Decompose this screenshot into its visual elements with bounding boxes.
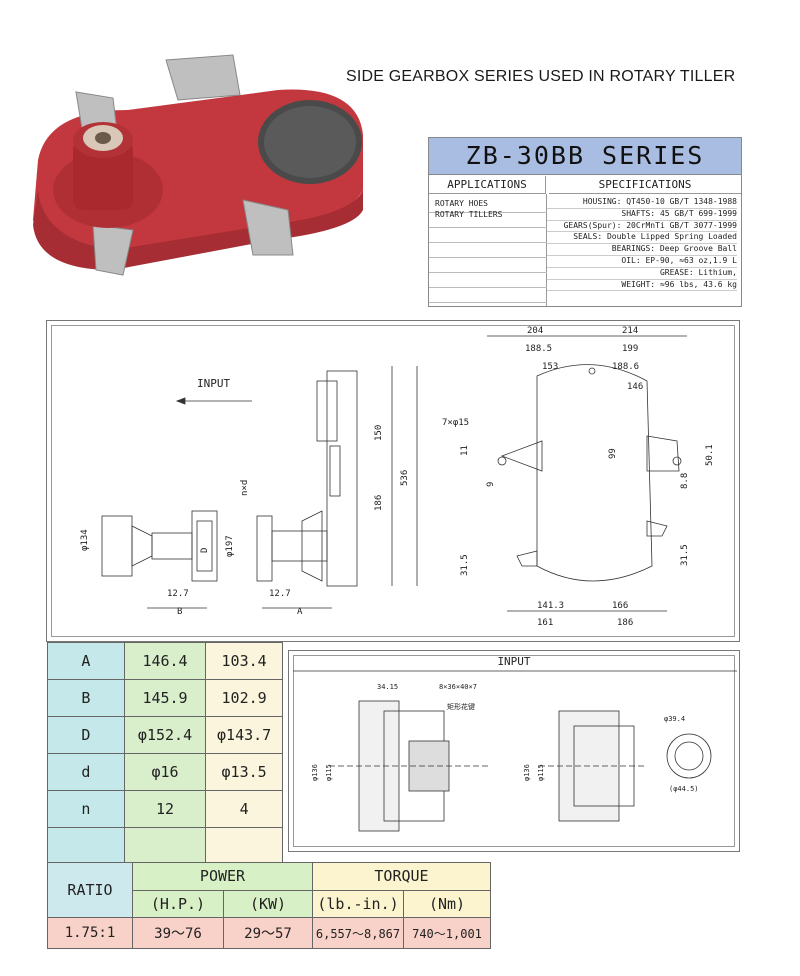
dim-7xphi15: 7×φ15 xyxy=(442,418,469,428)
spec-seals: SEALS: Double Lipped Spring Loaded xyxy=(547,232,737,245)
spec-bearings: BEARINGS: Deep Groove Ball xyxy=(547,244,737,256)
gearbox-photo xyxy=(33,54,363,276)
nm-header: (Nm) xyxy=(403,889,491,918)
dim-141-3: 141.3 xyxy=(537,601,564,611)
dim-label: A xyxy=(47,642,125,680)
dim-214: 214 xyxy=(622,326,638,336)
dim-12-7: 12.7 xyxy=(167,589,189,599)
input-detail-title: INPUT xyxy=(497,655,531,668)
dim-phi115-b: φ115 xyxy=(537,764,545,781)
spec-gears: GEARS(Spur): 20CrMnTi GB/T 3077-1999 xyxy=(547,221,737,233)
dim-34-15: 34.15 xyxy=(377,683,398,691)
spec-housing: HOUSING: QT450-10 GB/T 1348-1988 xyxy=(547,197,737,209)
dim-phi134: φ134 xyxy=(80,529,90,551)
dim-A: A xyxy=(297,607,303,617)
dim-204: 204 xyxy=(527,326,543,336)
input-detail: INPUT 34.15 8×36×40×7 矩形花键 φ136 φ115 φ13… xyxy=(288,650,740,852)
spline-spec: 8×36×40×7 xyxy=(439,683,477,691)
dim-value-1: φ152.4 xyxy=(123,716,207,754)
dim-186: 186 xyxy=(374,495,384,511)
spec-card: ZB-30BB SERIES APPLICATIONS SPECIFICATIO… xyxy=(428,137,742,307)
dim-11: 11 xyxy=(460,445,470,456)
power-header: POWER xyxy=(132,862,313,891)
nm-value: 740～1,001 xyxy=(403,917,491,949)
spline-label: 矩形花键 xyxy=(447,702,475,711)
table-row: d φ16 φ13.5 xyxy=(47,753,283,791)
applications-header: APPLICATIONS xyxy=(429,176,546,194)
hp-value: 39～76 xyxy=(132,917,224,949)
dim-188-6: 188.6 xyxy=(612,362,639,372)
dim-phi197: φ197 xyxy=(225,535,235,557)
specifications-header: SPECIFICATIONS xyxy=(549,176,741,194)
dim-value-1: φ16 xyxy=(123,753,207,791)
dim-D: D xyxy=(200,548,210,553)
kw-value: 29～57 xyxy=(223,917,313,949)
spec-grease: GREASE: Lithium, xyxy=(547,268,737,280)
series-title: ZB-30BB SERIES xyxy=(429,138,741,175)
application-item: ROTARY TILLERS xyxy=(435,210,503,219)
ratio-header: RATIO xyxy=(47,862,133,918)
dim-153: 153 xyxy=(542,362,558,372)
application-item: ROTARY HOES xyxy=(435,199,488,208)
ratio-table: RATIO POWER TORQUE (H.P.) (KW) (lb.-in.)… xyxy=(47,862,491,949)
hp-header: (H.P.) xyxy=(132,889,224,918)
dim-label: B xyxy=(47,679,125,717)
table-row: A 146.4 103.4 xyxy=(47,642,283,680)
torque-header: TORQUE xyxy=(312,862,491,891)
kw-header: (KW) xyxy=(223,889,313,918)
dim-536: 536 xyxy=(400,470,410,486)
table-row: B 145.9 102.9 xyxy=(47,679,283,717)
dim-12-7b: 12.7 xyxy=(269,589,291,599)
dim-value-1: 145.9 xyxy=(123,679,207,717)
input-label: INPUT xyxy=(197,377,230,390)
dim-value-2: 102.9 xyxy=(205,679,283,717)
technical-drawing: INPUT φ134 D φ197 12.7 B n×d 12.7 A 150 … xyxy=(46,320,740,642)
dim-phi136-b: φ136 xyxy=(523,764,531,781)
spec-shafts: SHAFTS: 45 GB/T 699-1999 xyxy=(547,209,737,221)
dim-value-2: φ13.5 xyxy=(205,753,283,791)
dim-phi44-5: (φ44.5) xyxy=(669,785,699,793)
dim-value-2: 103.4 xyxy=(205,642,283,680)
dim-value-2: 4 xyxy=(205,790,283,828)
spec-oil: OIL: EP-90, ≈63 oz,1.9 L xyxy=(547,256,737,268)
dim-label: D xyxy=(47,716,125,754)
dim-B: B xyxy=(177,607,182,617)
dim-199: 199 xyxy=(622,344,638,354)
dim-188-5: 188.5 xyxy=(525,344,552,354)
dim-146: 146 xyxy=(627,382,643,392)
page-headline: SIDE GEARBOX SERIES USED IN ROTARY TILLE… xyxy=(346,68,736,85)
table-row: 1.75:1 39～76 29～57 6,557～8,867 740～1,001 xyxy=(47,917,491,949)
lbin-header: (lb.-in.) xyxy=(312,889,404,918)
dim-186b: 186 xyxy=(617,618,633,628)
dim-150: 150 xyxy=(374,425,384,441)
dim-phi136-a: φ136 xyxy=(311,764,319,781)
dim-value-1: 12 xyxy=(123,790,207,828)
dim-31-5-right: 31.5 xyxy=(680,544,690,566)
dim-phi115-a: φ115 xyxy=(325,764,333,781)
dim-value-1 xyxy=(123,827,207,865)
dim-value-2: φ143.7 xyxy=(205,716,283,754)
ratio-value: 1.75:1 xyxy=(47,917,133,949)
dim-9: 9 xyxy=(486,482,496,487)
table-row: n 12 4 xyxy=(47,790,283,828)
dim-nxd: n×d xyxy=(240,480,250,496)
dim-50-1: 50.1 xyxy=(705,444,715,466)
dim-166: 166 xyxy=(612,601,628,611)
table-row: D φ152.4 φ143.7 xyxy=(47,716,283,754)
dim-31-5-left: 31.5 xyxy=(460,554,470,576)
spec-weight: WEIGHT: ≈96 lbs, 43.6 kg xyxy=(547,280,737,292)
dim-phi39-4: φ39.4 xyxy=(664,715,685,723)
dim-label: d xyxy=(47,753,125,791)
dim-161: 161 xyxy=(537,618,553,628)
dim-value-2 xyxy=(205,827,283,865)
dim-99: 99 xyxy=(608,448,618,459)
dim-value-1: 146.4 xyxy=(123,642,207,680)
dim-label: n xyxy=(47,790,125,828)
dim-label xyxy=(47,827,125,865)
dimension-table: A 146.4 103.4 B 145.9 102.9 D φ152.4 φ14… xyxy=(47,642,283,865)
dim-8-8: 8.8 xyxy=(680,473,690,489)
table-row xyxy=(47,827,283,865)
lbin-value: 6,557～8,867 xyxy=(312,917,404,949)
